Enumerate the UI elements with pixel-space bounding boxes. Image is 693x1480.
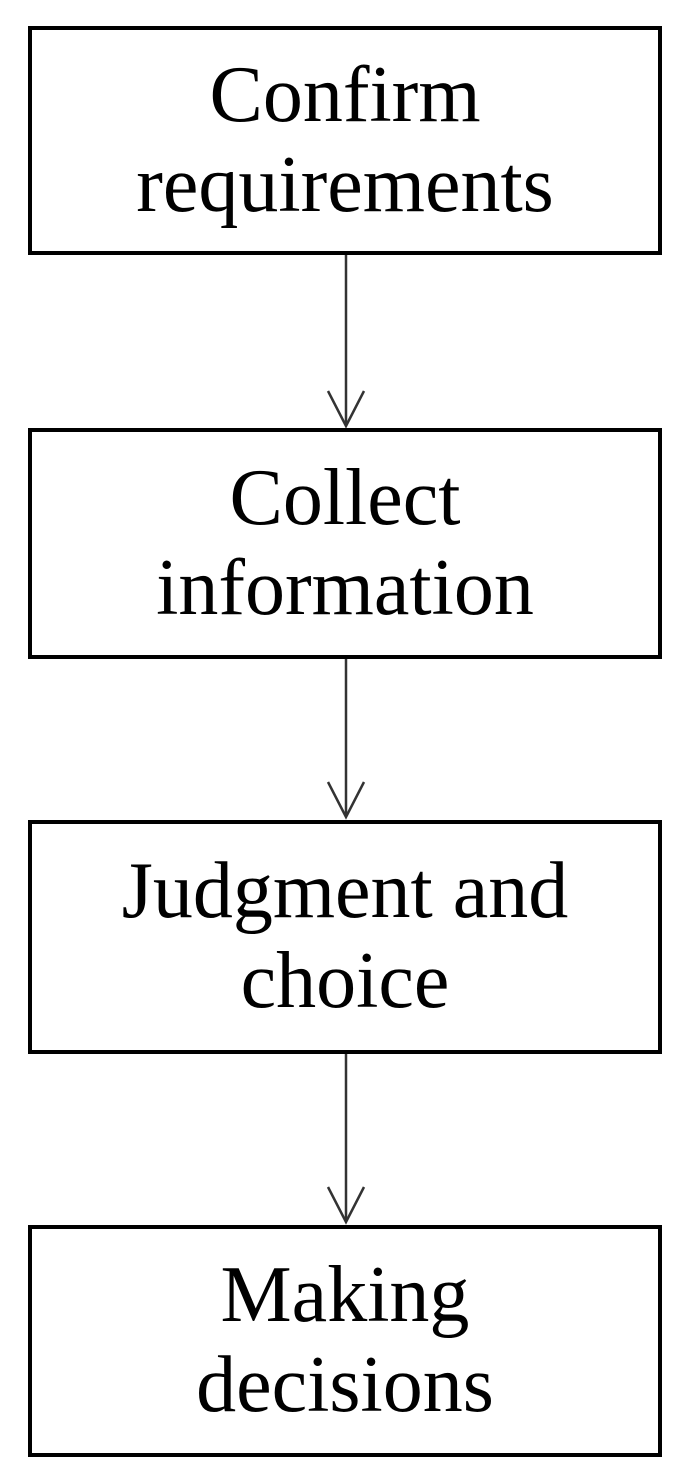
flow-step-making-decisions: Making decisions: [28, 1225, 662, 1457]
arrow-down-icon: [326, 659, 366, 820]
step-label: Making decisions: [196, 1251, 494, 1429]
arrow-down-icon: [326, 1054, 366, 1225]
arrow-down-icon: [326, 255, 366, 429]
step-label: Judgment and choice: [121, 847, 569, 1025]
step-label: Confirm requirements: [136, 50, 554, 229]
flow-step-confirm-requirements: Confirm requirements: [28, 26, 662, 255]
flow-step-collect-information: Collect information: [28, 428, 662, 659]
flow-step-judgment-and-choice: Judgment and choice: [28, 820, 662, 1054]
step-label: Collect information: [156, 453, 534, 632]
